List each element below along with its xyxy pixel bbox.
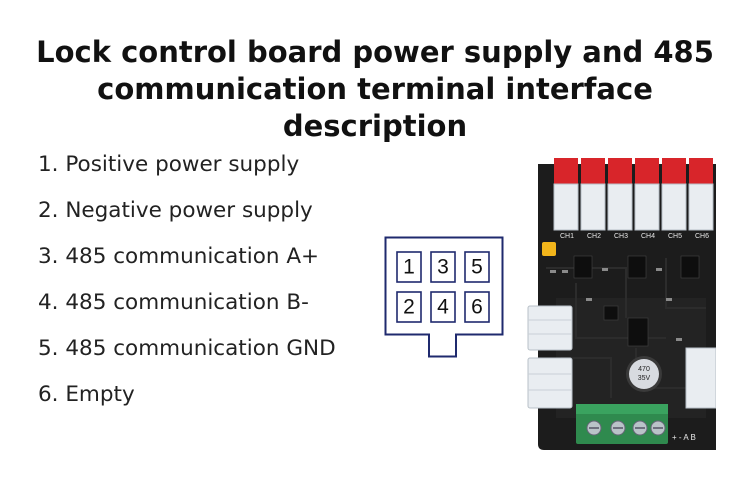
pin-number-1: 1 xyxy=(403,256,415,279)
jumper xyxy=(542,242,556,256)
svg-text:35V: 35V xyxy=(638,375,651,382)
channel-label-4: CH4 xyxy=(641,233,655,240)
right-header xyxy=(685,347,716,409)
pin-box-2 xyxy=(396,291,422,323)
channel-label-3: CH3 xyxy=(614,233,628,240)
channel-label-2: CH2 xyxy=(587,233,601,240)
pin-description-3: 3. 485 communication A+ xyxy=(38,244,320,269)
lock-control-board-photo: CH1 CH2 CH3 CH4 CH5 CH6 470 35V xyxy=(527,158,716,450)
pin-number-2: 2 xyxy=(403,296,415,319)
side-header-bottom xyxy=(527,357,573,409)
pin-number-5: 5 xyxy=(471,256,483,279)
pin-description-1: 1. Positive power supply xyxy=(38,152,300,177)
ic-chip xyxy=(603,305,619,321)
ic-chip xyxy=(680,255,700,279)
connector-outline xyxy=(384,236,504,358)
pin-number-4: 4 xyxy=(437,296,449,319)
pin-box-5 xyxy=(464,251,490,283)
page-title: Lock control board power supply and 485 … xyxy=(0,34,750,145)
pin-box-4 xyxy=(430,291,456,323)
pin-description-4: 4. 485 communication B- xyxy=(38,290,309,315)
svg-text:470: 470 xyxy=(638,366,650,373)
pin-box-1 xyxy=(396,251,422,283)
regulator xyxy=(627,317,649,347)
side-header-top xyxy=(527,305,573,351)
channel-label-6: CH6 xyxy=(695,233,709,240)
pin-number-6: 6 xyxy=(471,296,483,319)
pin-description-6: 6. Empty xyxy=(38,382,135,407)
pin-description-2: 2. Negative power supply xyxy=(38,198,313,223)
channel-label-1: CH1 xyxy=(560,233,574,240)
title-line-2: communication terminal interface descrip… xyxy=(97,72,653,143)
connector-pinout-diagram: 1 3 5 2 4 6 xyxy=(384,236,504,358)
ic-chip xyxy=(573,255,593,279)
pin-box-6 xyxy=(464,291,490,323)
pin-number-3: 3 xyxy=(437,256,449,279)
capacitor: 470 35V xyxy=(626,356,662,392)
pin-box-3 xyxy=(430,251,456,283)
pin-description-5: 5. 485 communication GND xyxy=(38,336,336,361)
ic-chip xyxy=(627,255,647,279)
terminal-marks: + - A B xyxy=(672,433,696,442)
power-485-terminal-block xyxy=(576,404,668,444)
pin-description-list: 1. Positive power supply 2. Negative pow… xyxy=(38,148,336,424)
title-line-1: Lock control board power supply and 485 xyxy=(36,35,714,69)
channel-label-5: CH5 xyxy=(668,233,682,240)
